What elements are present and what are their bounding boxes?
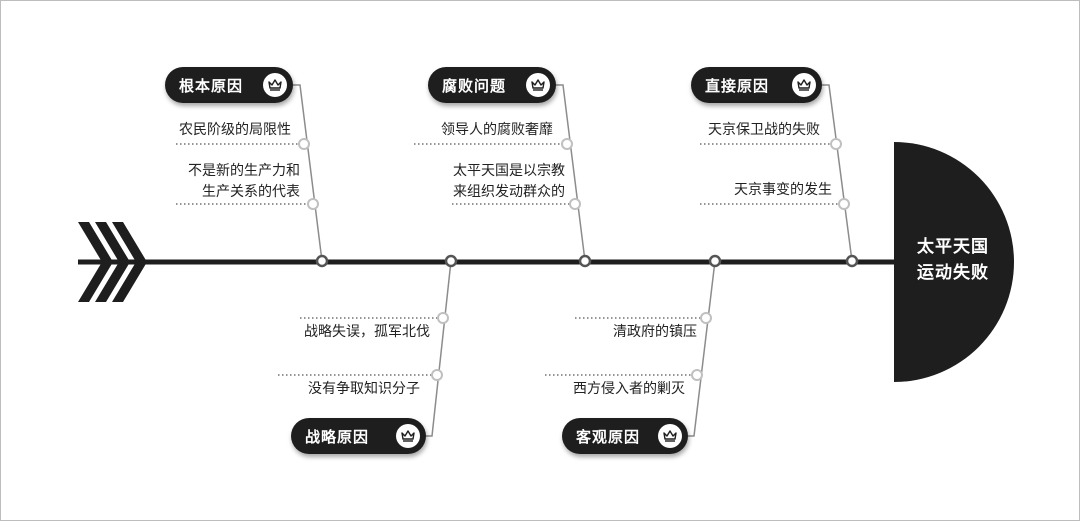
category-label: 战略原因 <box>305 427 370 446</box>
fish-head <box>894 142 1014 382</box>
cause-text: 天京事变的发生 <box>734 180 832 201</box>
bone-node <box>830 138 842 150</box>
bone-strategic-cause <box>426 260 452 437</box>
crown-icon <box>658 424 682 448</box>
bone-node <box>298 138 310 150</box>
cause-line: 领导人的腐败奢靡 <box>441 122 553 138</box>
cause-text: 领导人的腐败奢靡 <box>441 120 553 141</box>
category-label: 腐败问题 <box>442 76 507 95</box>
cause-line: 战略失误，孤军北伐 <box>304 324 430 340</box>
category-corruption: 腐败问题 <box>428 67 556 103</box>
cause-text: 不是新的生产力和 生产关系的代表 <box>188 161 300 203</box>
cause-text: 天京保卫战的失败 <box>708 120 820 141</box>
category-root-cause: 根本原因 <box>165 67 293 103</box>
bone-node <box>431 369 443 381</box>
cause-line: 太平天国是以宗教 <box>453 163 565 179</box>
crown-icon <box>263 73 287 97</box>
fish-head-title: 太平天国 运动失败 <box>903 234 1003 286</box>
cause-text: 没有争取知识分子 <box>308 379 420 400</box>
cause-text: 西方侵入者的剿灭 <box>573 379 685 400</box>
cause-text: 战略失误，孤军北伐 <box>304 322 430 343</box>
bone-node <box>691 369 703 381</box>
category-label: 直接原因 <box>705 76 770 95</box>
cause-text: 太平天国是以宗教 来组织发动群众的 <box>453 161 565 203</box>
category-direct-cause: 直接原因 <box>691 67 822 103</box>
cause-line: 生产关系的代表 <box>202 184 300 200</box>
bone-node <box>569 198 581 210</box>
bone-direct-cause <box>822 84 853 262</box>
crown-icon <box>396 424 420 448</box>
cause-line: 不是新的生产力和 <box>188 163 300 179</box>
cause-text: 农民阶级的局限性 <box>179 120 291 141</box>
spine-node <box>444 254 458 268</box>
cause-line: 清政府的镇压 <box>613 324 697 340</box>
cause-line: 西方侵入者的剿灭 <box>573 381 685 397</box>
spine-node <box>845 254 859 268</box>
bone-node <box>561 138 573 150</box>
spine-node <box>315 254 329 268</box>
bone-node <box>437 312 449 324</box>
bone-node <box>700 312 712 324</box>
category-objective-cause: 客观原因 <box>562 418 688 454</box>
bone-node <box>307 198 319 210</box>
category-strategic-cause: 战略原因 <box>291 418 426 454</box>
bone-node <box>838 198 850 210</box>
category-label: 根本原因 <box>179 76 244 95</box>
spine-node <box>578 254 592 268</box>
head-title-line: 太平天国 <box>917 237 989 257</box>
cause-line: 天京事变的发生 <box>734 182 832 198</box>
crown-icon <box>792 73 816 97</box>
crown-icon <box>526 73 550 97</box>
cause-line: 没有争取知识分子 <box>308 381 420 397</box>
cause-line: 农民阶级的局限性 <box>179 122 291 138</box>
bone-objective-cause <box>688 260 716 437</box>
head-title-line: 运动失败 <box>917 263 989 283</box>
cause-line: 天京保卫战的失败 <box>708 122 820 138</box>
cause-text: 清政府的镇压 <box>613 322 697 343</box>
cause-line: 来组织发动群众的 <box>453 184 565 200</box>
spine-node <box>708 254 722 268</box>
category-label: 客观原因 <box>576 427 641 446</box>
